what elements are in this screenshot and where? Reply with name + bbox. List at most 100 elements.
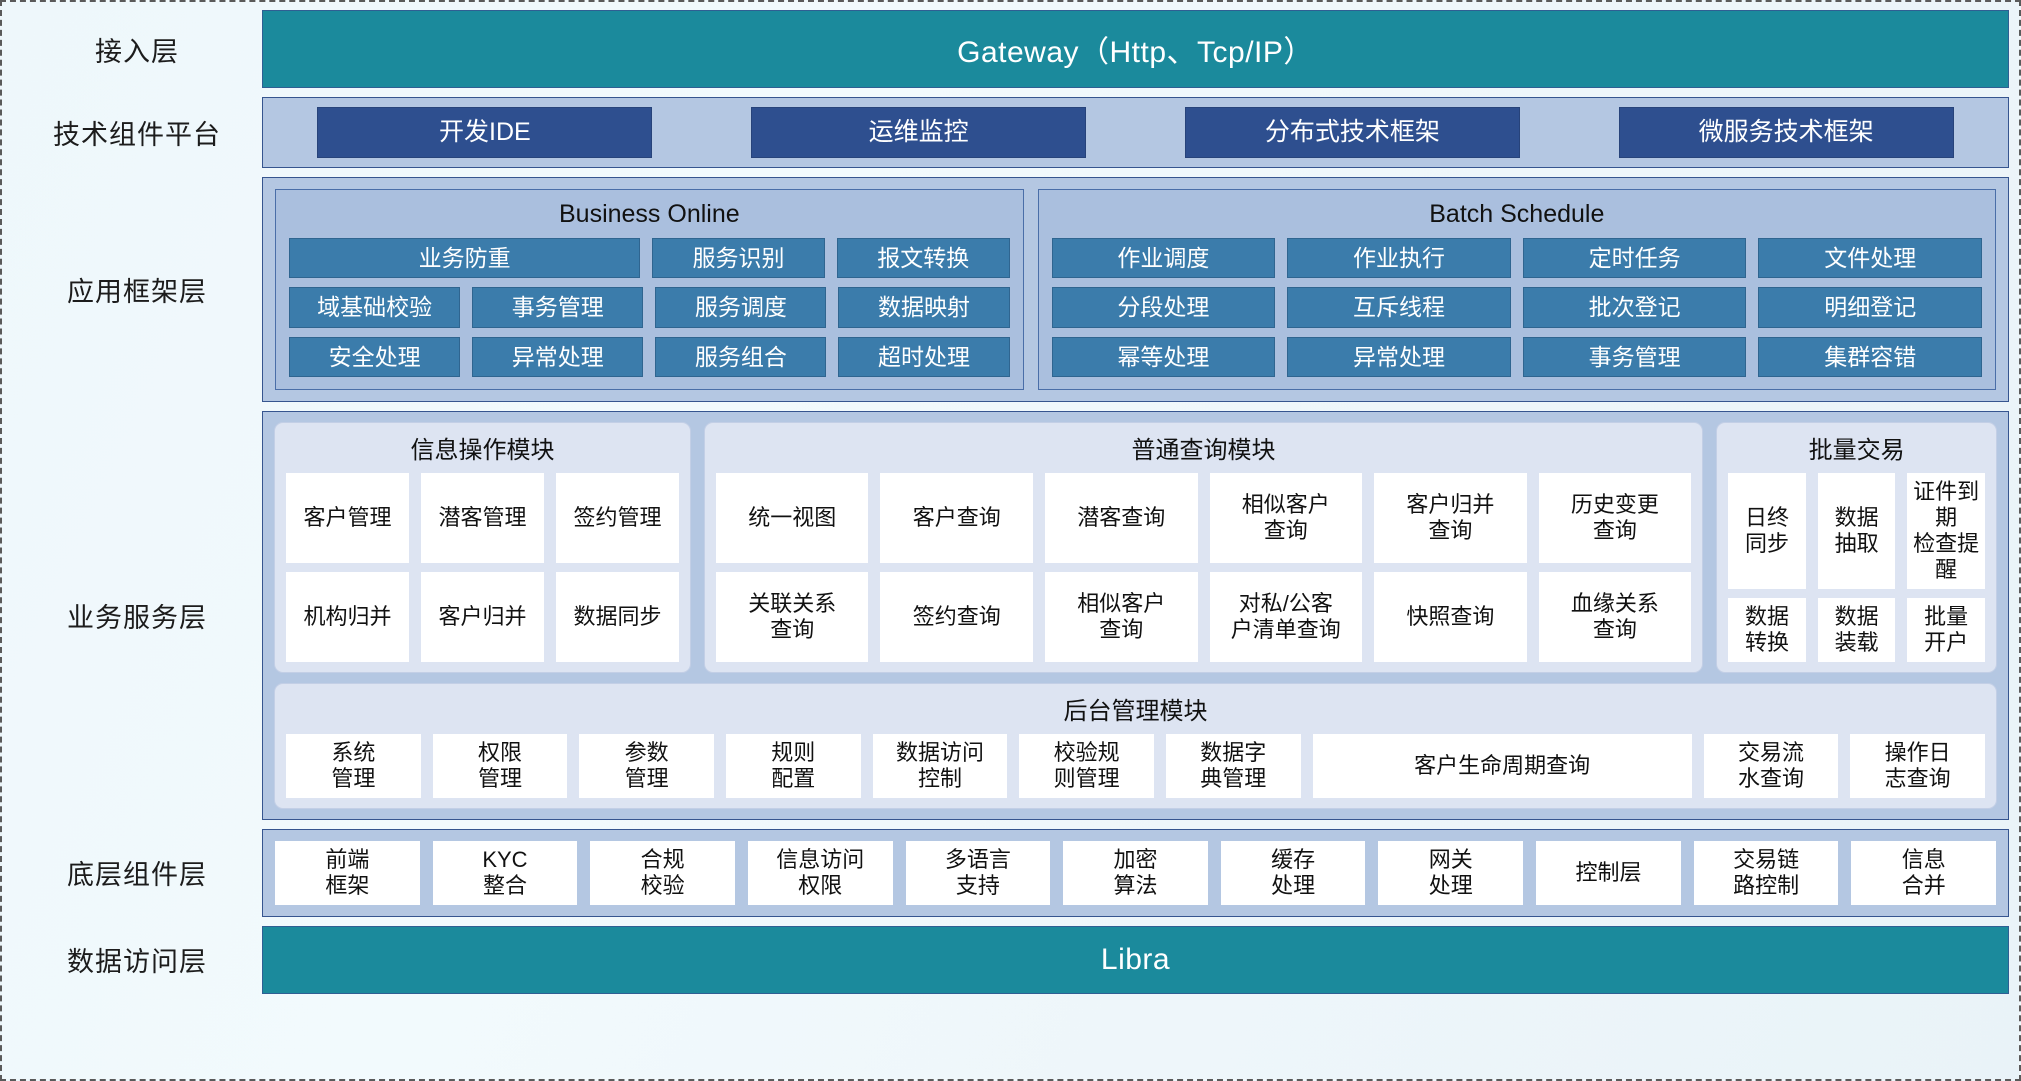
cell-transaction-chain-control[interactable]: 交易链 路控制: [1693, 840, 1839, 905]
cell-mutex-thread[interactable]: 互斥线程: [1287, 287, 1511, 328]
group-title-batch-schedule: Batch Schedule: [1429, 199, 1605, 228]
framework-group-batch-schedule: Batch Schedule 作业调度 作业执行 定时任务 文件处理 分段处理 …: [1037, 188, 1996, 391]
backend-management-grid: 系统 管理 权限 管理 参数 管理 规则 配置 数据访问 控制 校验规 则管理 …: [286, 733, 1985, 798]
cell-message-transform[interactable]: 报文转换: [836, 237, 1010, 279]
cell-system-management[interactable]: 系统 管理: [286, 733, 421, 798]
cell-info-merge[interactable]: 信息 合并: [1851, 840, 1997, 905]
group-title-common-query: 普通查询模块: [1131, 437, 1276, 465]
grid-row: 统一视图 客户查询 潜客查询 相似客户 查询 客户归并 查询 历史变更 查询: [715, 473, 1692, 563]
cell-detail-registration[interactable]: 明细登记: [1758, 287, 1982, 328]
cell-segment-processing[interactable]: 分段处理: [1051, 287, 1276, 328]
layer-body-bottom-components: 前端 框架 KYC 整合 合规 校验 信息访问 权限 多语言 支持 加密 算法 …: [262, 828, 2009, 917]
cell-gateway-processing[interactable]: 网关 处理: [1378, 840, 1524, 905]
cell-batch-account-open[interactable]: 批量 开户: [1907, 597, 1985, 662]
cell-data-mapping[interactable]: 数据映射: [838, 287, 1010, 328]
cell-batch-registration[interactable]: 批次登记: [1522, 287, 1747, 328]
cell-similar-customer-query-2[interactable]: 相似客户 查询: [1045, 571, 1198, 662]
cell-data-dictionary-management[interactable]: 数据字 典管理: [1165, 733, 1301, 798]
cell-data-sync[interactable]: 数据同步: [555, 571, 679, 662]
tech-chip-distributed-framework[interactable]: 分布式技术框架: [1184, 107, 1520, 158]
cell-batch-transaction-management[interactable]: 事务管理: [1522, 336, 1747, 378]
tech-chip-ide[interactable]: 开发IDE: [317, 107, 653, 158]
cell-relationship-query[interactable]: 关联关系 查询: [715, 571, 869, 662]
grid-row: 分段处理 互斥线程 批次登记 明细登记: [1051, 287, 1982, 328]
cell-compliance-validation[interactable]: 合规 校验: [590, 840, 735, 905]
cell-permission-management[interactable]: 权限 管理: [432, 733, 568, 798]
cell-frontend-framework[interactable]: 前端 框架: [275, 840, 420, 905]
cell-job-execution[interactable]: 作业执行: [1287, 237, 1511, 279]
layer-label-access: 接入层: [95, 36, 179, 68]
cell-data-load[interactable]: 数据 装载: [1817, 597, 1896, 662]
cell-timeout-handling[interactable]: 超时处理: [838, 336, 1010, 378]
cell-data-extraction[interactable]: 数据 抽取: [1817, 473, 1896, 589]
grid-row: 关联关系 查询 签约查询 相似客户 查询 对私/公客 户清单查询 快照查询 血缘…: [715, 571, 1692, 662]
cell-transaction-management[interactable]: 事务管理: [472, 287, 644, 328]
tech-chip-ops-monitor[interactable]: 运维监控: [751, 107, 1087, 158]
cell-cluster-fault-tolerance[interactable]: 集群容错: [1758, 336, 1982, 378]
cell-snapshot-query[interactable]: 快照查询: [1374, 571, 1527, 662]
cell-customer-management[interactable]: 客户管理: [286, 473, 409, 563]
layer-label-app-framework: 应用框架层: [67, 276, 207, 308]
gateway-banner[interactable]: Gateway（Http、Tcp/IP）: [262, 10, 2009, 88]
libra-banner[interactable]: Libra: [262, 925, 2009, 994]
cell-contract-management[interactable]: 签约管理: [555, 473, 679, 563]
cell-service-composition[interactable]: 服务组合: [655, 336, 827, 378]
layer-row-business-service: 业务服务层 信息操作模块 客户管理 潜客管理 签约管理: [12, 411, 2009, 820]
cell-contract-query[interactable]: 签约查询: [880, 571, 1034, 662]
cell-kyc-integration[interactable]: KYC 整合: [432, 840, 578, 905]
cell-customer-lifecycle-query[interactable]: 客户生命周期查询: [1312, 733, 1692, 798]
cell-security-processing[interactable]: 安全处理: [289, 336, 461, 378]
cell-prospect-query[interactable]: 潜客查询: [1045, 473, 1198, 563]
layer-row-access: 接入层 Gateway（Http、Tcp/IP）: [12, 10, 2009, 88]
cell-encryption-algorithm[interactable]: 加密 算法: [1063, 840, 1208, 905]
cell-idempotent-processing[interactable]: 幂等处理: [1051, 336, 1276, 378]
layer-label-business-service: 业务服务层: [67, 602, 207, 634]
business-service-top-groups: 信息操作模块 客户管理 潜客管理 签约管理 机构归并 客户归并: [274, 422, 1997, 673]
cell-eod-sync[interactable]: 日终 同步: [1728, 473, 1806, 589]
cell-data-transform[interactable]: 数据 转换: [1728, 597, 1806, 662]
grid-row: 日终 同步 数据 抽取 证件到期 检查提醒: [1728, 473, 1985, 589]
cell-operation-log-query[interactable]: 操作日 志查询: [1850, 733, 1985, 798]
cell-certificate-expiry-reminder[interactable]: 证件到期 检查提醒: [1907, 473, 1985, 589]
cell-validation-rule-management[interactable]: 校验规 则管理: [1019, 733, 1154, 798]
grid-row: 数据 转换 数据 装载 批量 开户: [1728, 597, 1985, 662]
grid-row: 域基础校验 事务管理 服务调度 数据映射: [289, 287, 1010, 328]
cell-exception-handling[interactable]: 异常处理: [472, 336, 644, 378]
grid-row: 机构归并 客户归并 数据同步: [286, 571, 679, 662]
cell-customer-merge-query[interactable]: 客户归并 查询: [1374, 473, 1527, 563]
layer-row-tech-platform: 技术组件平台 开发IDE 运维监控 分布式技术框架 微服务技术框架: [12, 97, 2009, 168]
cell-org-merge[interactable]: 机构归并: [286, 571, 409, 662]
cell-private-public-customer-list-query[interactable]: 对私/公客 户清单查询: [1209, 571, 1363, 662]
cell-control-layer[interactable]: 控制层: [1536, 840, 1681, 905]
cell-data-access-control[interactable]: 数据访问 控制: [872, 733, 1008, 798]
cell-rule-configuration[interactable]: 规则 配置: [725, 733, 861, 798]
cell-multilanguage-support[interactable]: 多语言 支持: [905, 840, 1051, 905]
cell-prospect-management[interactable]: 潜客管理: [420, 473, 544, 563]
cell-lineage-relationship-query[interactable]: 血缘关系 查询: [1538, 571, 1692, 662]
cell-service-identify[interactable]: 服务识别: [652, 237, 825, 279]
cell-customer-merge[interactable]: 客户归并: [420, 571, 544, 662]
cell-transaction-flow-query[interactable]: 交易流 水查询: [1703, 733, 1839, 798]
cell-business-dedup[interactable]: 业务防重: [289, 237, 641, 279]
cell-job-scheduling[interactable]: 作业调度: [1051, 237, 1276, 279]
grid-row: 业务防重 服务识别 报文转换: [289, 237, 1010, 279]
business-service-panel: 信息操作模块 客户管理 潜客管理 签约管理 机构归并 客户归并: [262, 411, 2009, 820]
cell-batch-exception-handling[interactable]: 异常处理: [1287, 336, 1511, 378]
service-group-common-query: 普通查询模块 统一视图 客户查询 潜客查询 相似客户 查询 客户归并 查询 历史…: [703, 422, 1704, 673]
tech-chip-microservice-framework[interactable]: 微服务技术框架: [1618, 107, 1954, 158]
cell-similar-customer-query[interactable]: 相似客户 查询: [1209, 473, 1363, 563]
cell-info-access-permission[interactable]: 信息访问 权限: [747, 840, 893, 905]
cell-customer-query[interactable]: 客户查询: [880, 473, 1034, 563]
layer-body-data-access: Libra: [262, 925, 2009, 994]
cell-domain-basic-validation[interactable]: 域基础校验: [289, 287, 461, 328]
cell-file-processing[interactable]: 文件处理: [1758, 237, 1982, 279]
cell-service-scheduling[interactable]: 服务调度: [655, 287, 827, 328]
layer-body-business-service: 信息操作模块 客户管理 潜客管理 签约管理 机构归并 客户归并: [262, 411, 2009, 820]
grid-row: 安全处理 异常处理 服务组合 超时处理: [289, 336, 1010, 378]
cell-timed-task[interactable]: 定时任务: [1522, 237, 1747, 279]
cell-history-change-query[interactable]: 历史变更 查询: [1538, 473, 1692, 563]
cell-cache-processing[interactable]: 缓存 处理: [1220, 840, 1366, 905]
cell-parameter-management[interactable]: 参数 管理: [579, 733, 714, 798]
cell-unified-view[interactable]: 统一视图: [715, 473, 869, 563]
